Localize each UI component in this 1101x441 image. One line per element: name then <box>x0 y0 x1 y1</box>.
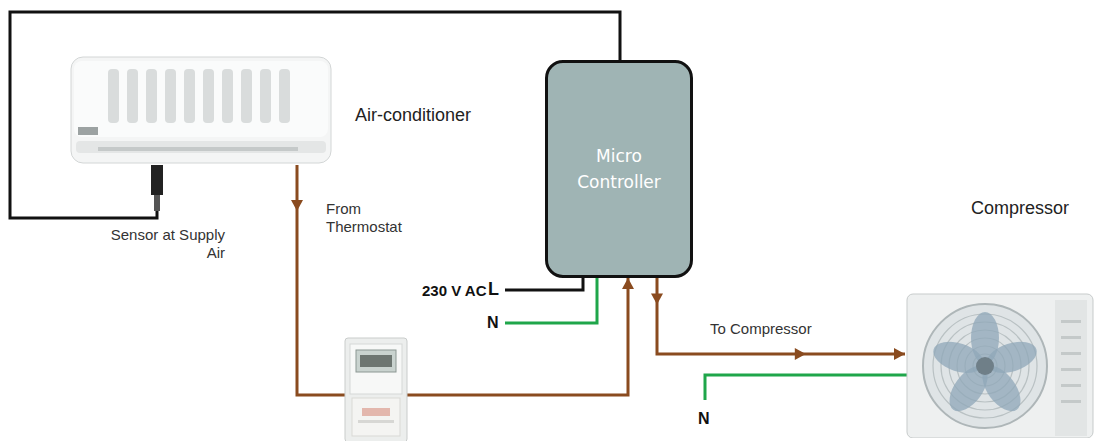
air-conditioner-illustration <box>70 55 332 165</box>
terminal-label: L <box>488 280 499 298</box>
side-vent <box>1061 352 1081 355</box>
indoor-unit: Air-conditioner <box>70 55 332 165</box>
unit-casing <box>907 294 1093 438</box>
grille-slot <box>241 69 252 123</box>
side-vent <box>1061 368 1081 371</box>
controller-label: Micro Controller <box>556 143 682 195</box>
controller-box: Micro Controller <box>545 60 693 278</box>
arrowhead <box>894 348 905 360</box>
status-panel <box>78 127 98 135</box>
voltage-label: 230 V AC <box>422 282 486 300</box>
sensor-wire <box>10 12 620 218</box>
fan-hub <box>976 357 994 375</box>
grille-slot <box>165 69 176 123</box>
side-vent <box>1061 400 1081 403</box>
unit-heading: Air-conditioner <box>355 105 471 126</box>
grille-slot <box>260 69 271 123</box>
sensor-probe <box>151 165 163 211</box>
wire-label: To Compressor <box>708 320 814 338</box>
wire-label: From Thermostat <box>324 200 418 236</box>
live-wire <box>505 276 583 290</box>
neutral-wire <box>705 375 907 400</box>
thermostat-illustration <box>345 338 407 441</box>
side-panel <box>1055 300 1087 436</box>
grille-slot <box>184 69 195 123</box>
sensor-label: Sensor at Supply Air <box>100 226 225 262</box>
grille-slot <box>108 69 119 123</box>
unit-front <box>74 61 328 137</box>
compressor-illustration <box>905 290 1095 438</box>
grille-slot <box>279 69 290 123</box>
arrowhead <box>651 294 663 305</box>
side-vent <box>1061 384 1081 387</box>
unit-body <box>71 57 331 163</box>
arrowhead <box>622 278 634 289</box>
terminal-label: N <box>487 314 499 332</box>
neutral-wire <box>505 276 597 323</box>
arrowhead <box>291 200 303 211</box>
outlet-lip <box>76 141 326 153</box>
unit-heading: Compressor <box>971 198 1069 219</box>
grille-slot <box>222 69 233 123</box>
side-vent <box>1061 320 1081 323</box>
fan-guard <box>923 304 1047 428</box>
terminal-label: N <box>698 410 710 428</box>
side-vent <box>1061 336 1081 339</box>
signal-wire <box>657 278 905 354</box>
outlet-slot <box>98 147 298 151</box>
grille-slot <box>146 69 157 123</box>
grille-slot <box>127 69 138 123</box>
grille-slot <box>203 69 214 123</box>
arrowhead <box>795 348 806 360</box>
outdoor-unit: Compressor <box>905 290 1095 438</box>
